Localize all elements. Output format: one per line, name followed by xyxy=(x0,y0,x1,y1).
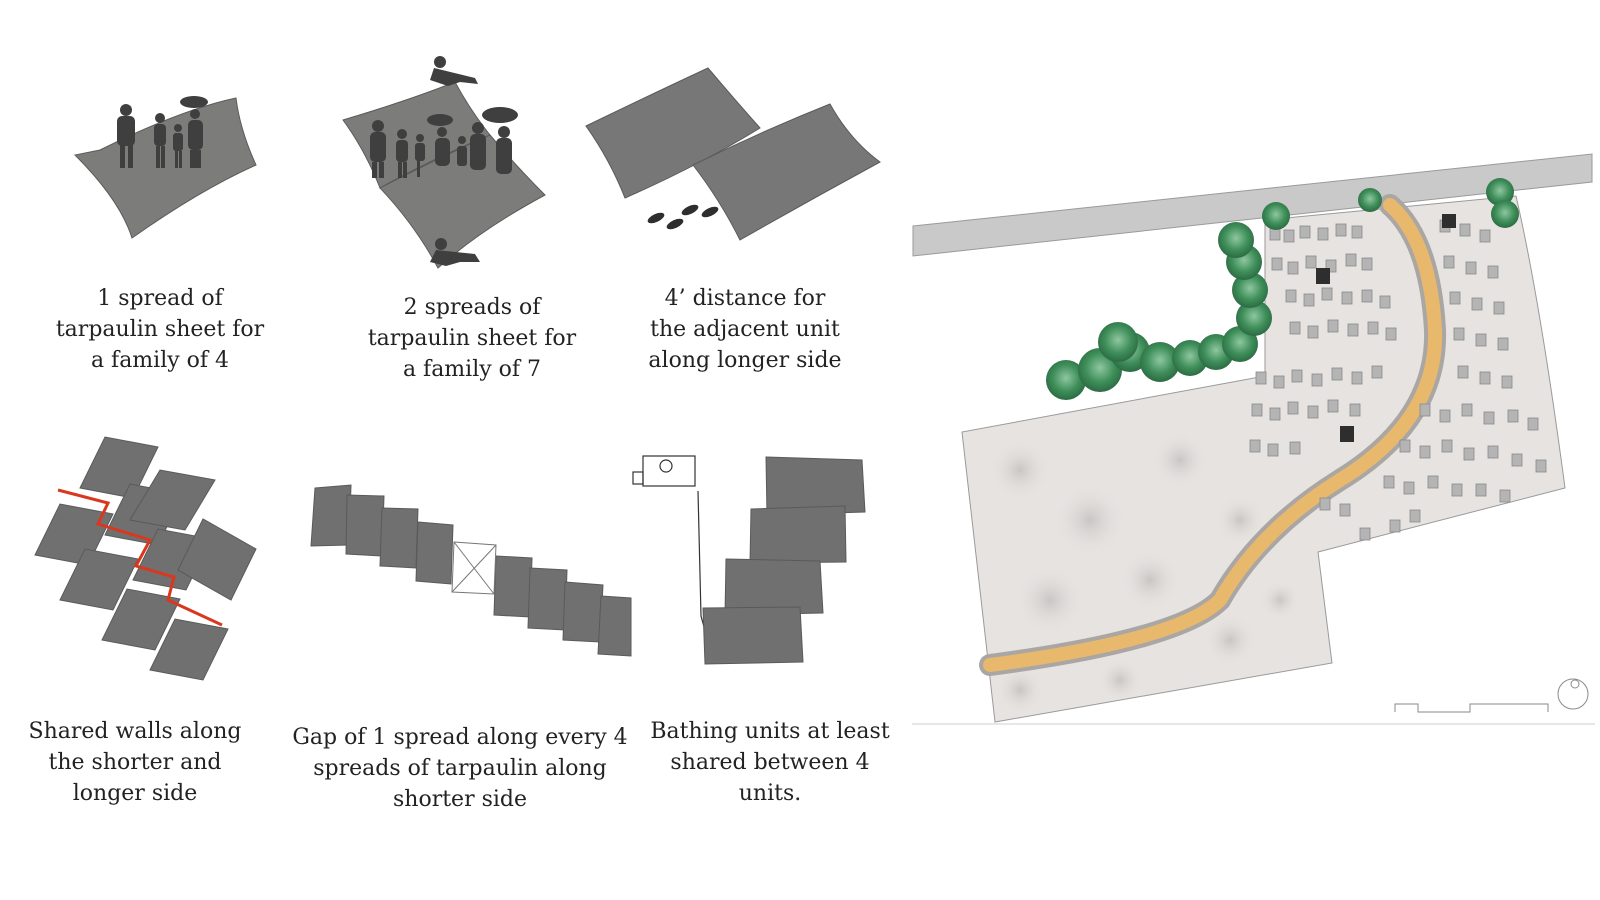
site-ground xyxy=(961,195,1566,723)
site-road xyxy=(912,153,1593,257)
caption-line: tarpaulin sheet for xyxy=(55,317,265,342)
tarps-row-with-gap xyxy=(310,484,632,657)
bathing-unit-icon xyxy=(632,455,707,635)
caption-line: Shared walls along xyxy=(28,719,242,744)
tarp-one-spread xyxy=(73,96,257,239)
caption-line: the adjacent unit xyxy=(650,317,840,342)
family-silhouette-4 xyxy=(117,96,208,168)
north-arrow-icon xyxy=(1557,678,1589,710)
tarps-4ft-distance xyxy=(585,67,881,241)
tarps-shared-walls xyxy=(34,436,257,681)
caption-one-spread: 1 spread of tarpaulin sheet for a family… xyxy=(50,283,270,376)
caption-line: 2 spreads of xyxy=(403,295,541,320)
caption-line: the shorter and xyxy=(48,750,222,775)
caption-gap: Gap of 1 spread along every 4 spreads of… xyxy=(290,722,630,815)
caption-line: a family of 7 xyxy=(402,357,542,382)
caption-line: along longer side xyxy=(648,348,842,373)
caption-line: tarpaulin sheet for xyxy=(367,326,577,351)
caption-4ft-distance: 4’ distance for the adjacent unit along … xyxy=(635,283,855,376)
caption-line: spreads of tarpaulin along xyxy=(313,756,607,781)
shared-wall-line xyxy=(57,488,223,627)
housing-units xyxy=(1249,219,1547,541)
caption-line: a family of 4 xyxy=(90,348,230,373)
caption-shared-walls: Shared walls along the shorter and longe… xyxy=(20,716,250,809)
caption-line: Gap of 1 spread along every 4 xyxy=(292,725,628,750)
caption-line: longer side xyxy=(72,781,198,806)
caption-bathing-units: Bathing units at least shared between 4 … xyxy=(650,716,890,809)
site-plan xyxy=(912,153,1595,725)
caption-line: units. xyxy=(738,781,802,806)
site-trees xyxy=(1046,178,1519,400)
caption-line: shared between 4 xyxy=(670,750,870,775)
caption-line: 1 spread of xyxy=(97,286,223,311)
scale-bar xyxy=(1394,703,1549,713)
caption-line: shorter side xyxy=(392,787,528,812)
caption-two-spreads: 2 spreads of tarpaulin sheet for a famil… xyxy=(362,292,582,385)
caption-line: 4’ distance for xyxy=(664,286,826,311)
caption-line: Bathing units at least xyxy=(650,719,890,744)
tarps-stacked xyxy=(702,456,866,665)
family-silhouette-7 xyxy=(370,56,518,266)
footprints-icon xyxy=(647,204,719,230)
gap-placeholder xyxy=(451,541,497,595)
bathing-units-site xyxy=(1316,214,1456,442)
tarp-two-spreads xyxy=(342,56,546,269)
